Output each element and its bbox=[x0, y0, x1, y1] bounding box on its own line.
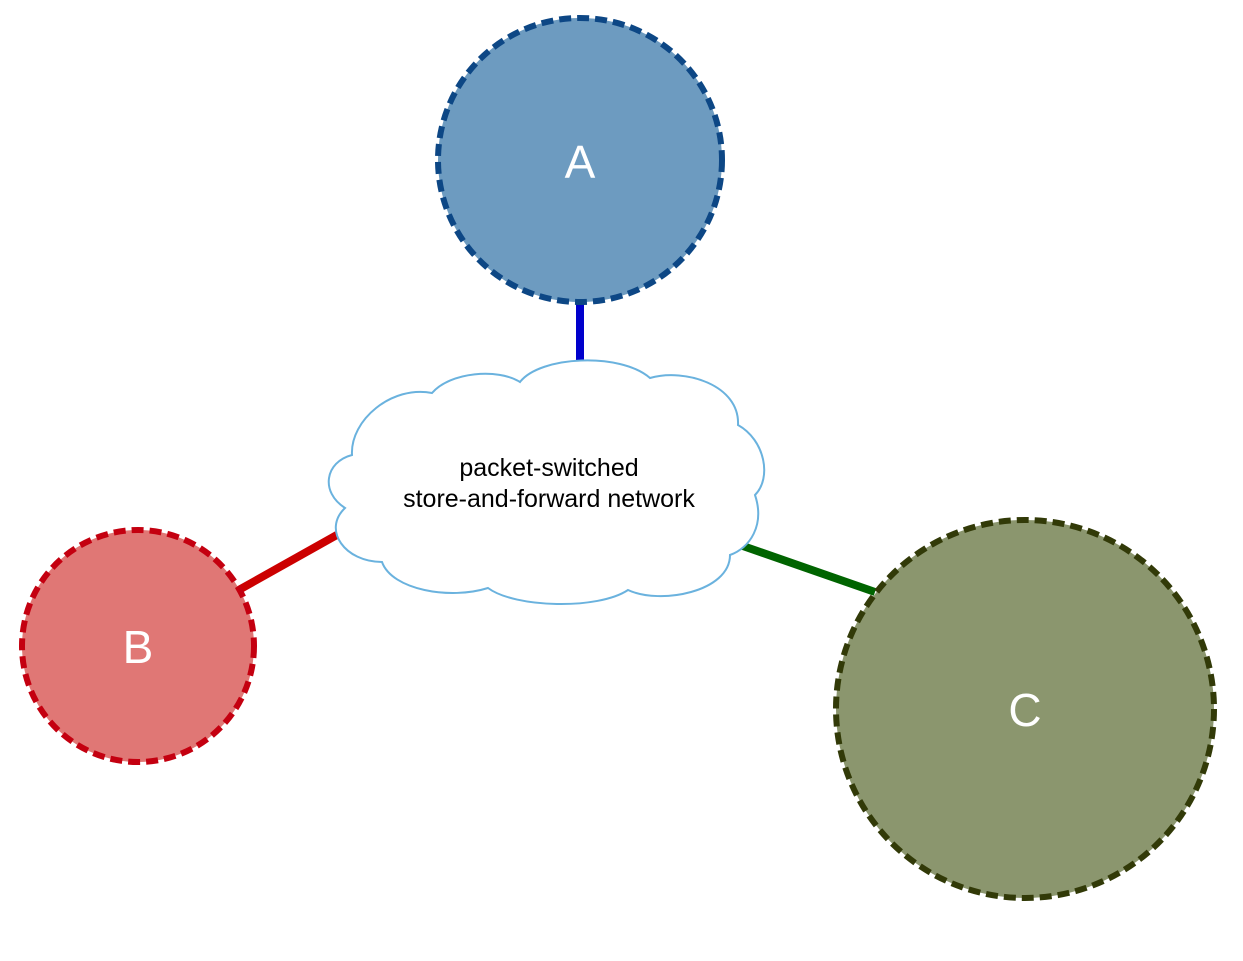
network-cloud: packet-switched store-and-forward networ… bbox=[327, 359, 766, 606]
node-b-label: B bbox=[123, 621, 154, 673]
node-a[interactable]: A bbox=[435, 15, 725, 305]
node-c[interactable]: C bbox=[833, 517, 1217, 901]
node-a-circle bbox=[435, 15, 725, 305]
node-b-circle bbox=[19, 527, 257, 765]
network-label-line2: store-and-forward network bbox=[403, 485, 695, 513]
node-a-label: A bbox=[565, 136, 596, 188]
link-c-network bbox=[738, 541, 877, 596]
node-c-circle bbox=[833, 517, 1217, 901]
node-c-label: C bbox=[1008, 684, 1041, 736]
cloud-shape bbox=[327, 359, 766, 606]
node-b[interactable]: B bbox=[19, 527, 257, 765]
network-label-line1: packet-switched bbox=[459, 454, 638, 482]
